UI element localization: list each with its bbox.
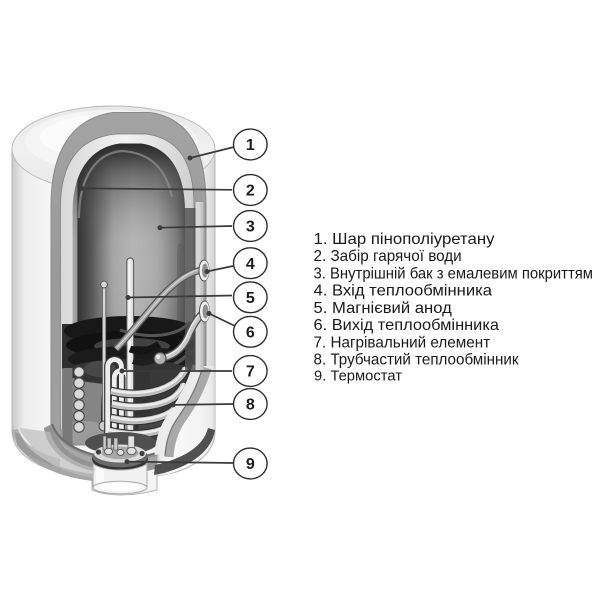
svg-text:6. Вихід теплообмінника: 6. Вихід теплообмінника (314, 317, 500, 334)
svg-text:2: 2 (246, 183, 255, 200)
svg-text:3. Внутрішній бак з емалевим п: 3. Внутрішній бак з емалевим покриттям (314, 265, 594, 282)
svg-text:2. Забір гарячої води: 2. Забір гарячої води (314, 248, 462, 265)
svg-text:7. Нагрівальний елемент: 7. Нагрівальний елемент (314, 334, 491, 351)
svg-text:8. Трубчастий теплообмінник: 8. Трубчастий теплообмінник (314, 352, 520, 369)
svg-text:9: 9 (246, 456, 255, 473)
svg-text:5. Магнієвий анод: 5. Магнієвий анод (314, 300, 453, 317)
svg-text:7: 7 (246, 364, 255, 381)
svg-text:8: 8 (246, 397, 255, 414)
svg-text:4: 4 (246, 256, 255, 273)
svg-text:3: 3 (246, 219, 255, 236)
svg-text:9. Термостат: 9. Термостат (314, 368, 402, 385)
svg-text:6: 6 (246, 325, 255, 342)
svg-text:4. Вхід теплообмінника: 4. Вхід теплообмінника (314, 283, 493, 300)
svg-text:5: 5 (246, 290, 255, 307)
svg-text:1: 1 (246, 137, 255, 154)
svg-text:1. Шар пінополіуретану: 1. Шар пінополіуретану (314, 231, 495, 248)
